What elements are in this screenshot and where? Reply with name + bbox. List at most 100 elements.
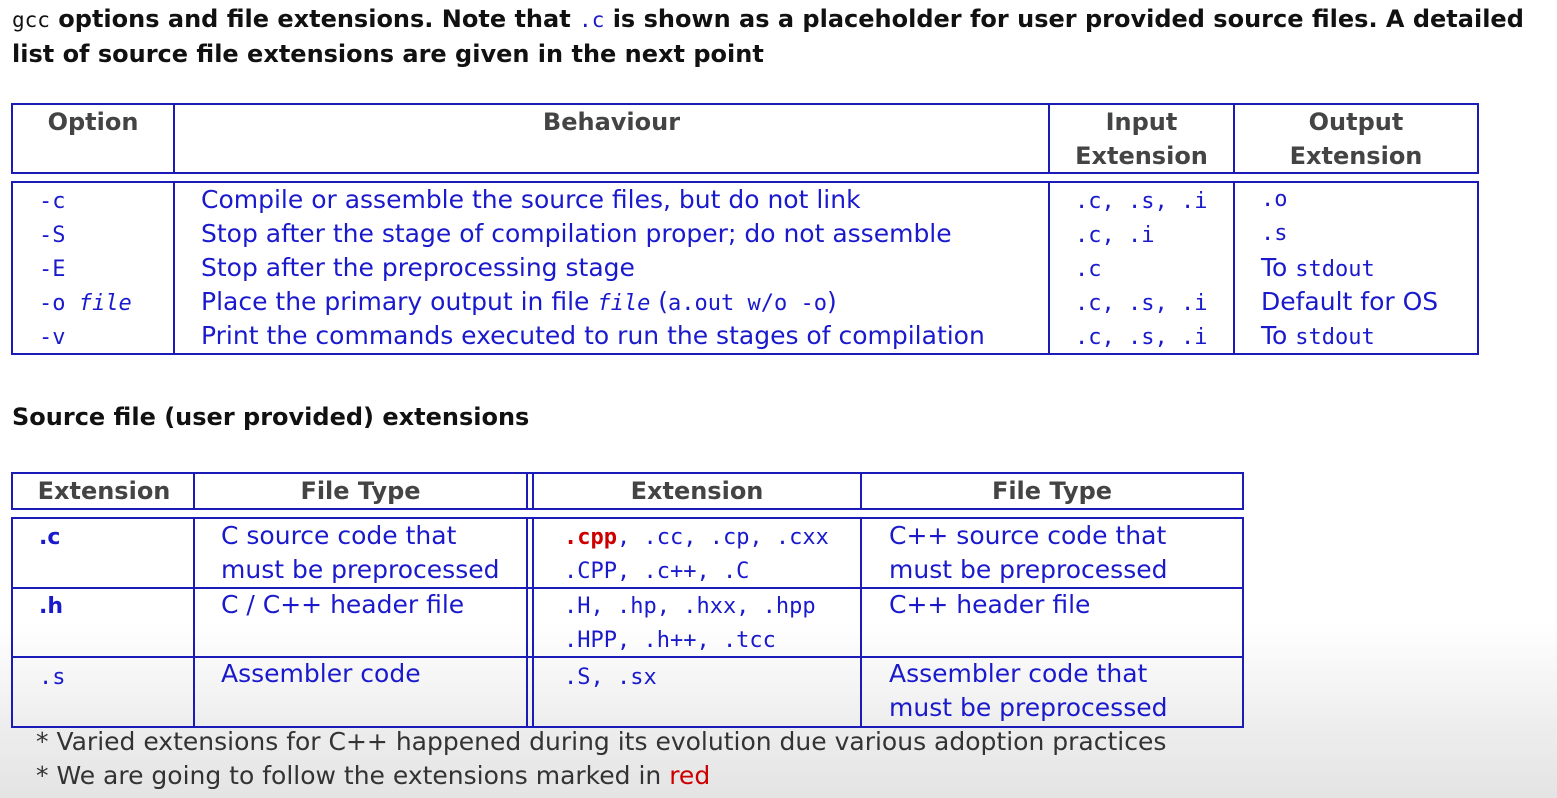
header-behaviour: Behaviour [542, 108, 681, 136]
behaviour-cell: Stop after the stage of compilation prop… [201, 219, 952, 248]
divider [1233, 183, 1235, 353]
type-line: C / C++ header file [221, 590, 465, 619]
output-text: To [1261, 253, 1296, 282]
input-column: .c, .s, .i .c, .i .c .c, .s, .i .c, .s, … [1075, 185, 1207, 355]
behaviour-column: Compile or assemble the source files, bu… [201, 183, 985, 353]
divider [526, 474, 528, 508]
type-line: must be preprocessed [889, 555, 1168, 584]
ext-cpp-main: .cpp [564, 525, 617, 550]
header-input-line-1: Input [1105, 108, 1178, 136]
behaviour-text: ) [826, 287, 837, 316]
options-table-body: -c -S -E -o file -v Compile or assemble … [11, 181, 1479, 355]
header-output: Output Extension [1235, 105, 1477, 173]
behaviour-text: ( [650, 287, 669, 316]
behaviour-text: Place the primary output in file [201, 287, 598, 316]
ext-hpp-line: .H, .hp, .hxx, .hpp [564, 594, 816, 619]
section-title: Source file (user provided) extensions [12, 403, 530, 431]
divider [173, 183, 175, 353]
header-input-line-2: Extension [1075, 142, 1208, 170]
footnote-1: * Varied extensions for C++ happened dur… [36, 727, 1167, 756]
behaviour-cell: Print the commands executed to run the s… [201, 321, 985, 350]
ext-cpp-line: .CPP, .c++, .C [564, 559, 750, 584]
divider [860, 474, 862, 508]
extensions-table-header: Extension File Type Extension File Type [11, 472, 1244, 510]
output-code: stdout [1295, 257, 1375, 282]
output-text: To [1261, 321, 1296, 350]
type-line: must be preprocessed [221, 555, 500, 584]
ext-cpp-list: .cpp, .cc, .cp, .cxx .CPP, .c++, .C [564, 521, 829, 589]
ext-cpp-rest: , .cc, .cp, .cxx [616, 525, 829, 550]
extensions-table-body: .c C source code that must be preprocess… [11, 517, 1244, 728]
divider [193, 474, 195, 508]
ext-h: .h [39, 594, 64, 619]
header-input: Input Extension [1050, 105, 1233, 173]
behaviour-cell: Stop after the preprocessing stage [201, 253, 635, 282]
divider [193, 519, 195, 726]
header-file-type-cpp: File Type [991, 477, 1113, 505]
ext-sx-line: .S, .sx [564, 665, 657, 690]
ext-sx-type: Assembler code that must be preprocessed [889, 657, 1167, 725]
intro-paragraph: gcc options and file extensions. Note th… [12, 2, 1547, 71]
option-cell: -c [39, 189, 66, 214]
divider [1233, 105, 1235, 172]
header-file-type: File Type [300, 477, 421, 505]
output-code: stdout [1295, 325, 1375, 350]
row-divider [13, 656, 1242, 658]
divider [1048, 183, 1050, 353]
header-output-line-1: Output [1308, 108, 1404, 136]
option-column: -c -S -E -o file -v [39, 185, 132, 355]
behaviour-cell: Compile or assemble the source files, bu… [201, 185, 861, 214]
ext-hpp-list: .H, .hp, .hxx, .hpp .HPP, .h++, .tcc [564, 590, 816, 658]
divider [532, 519, 534, 726]
intro-text-2: is shown as a placeholder for user provi… [604, 5, 1524, 33]
ext-s: .s [39, 665, 66, 690]
behaviour-file-arg: file [597, 291, 651, 316]
type-line: C source code that [221, 521, 457, 550]
option-cell: -o file [39, 287, 132, 321]
divider [860, 519, 862, 726]
intro-text-1: options and file extensions. Note that [49, 5, 580, 33]
type-line: C++ header file [889, 590, 1091, 619]
output-cell: To stdout [1261, 319, 1438, 353]
option-flag: -o [39, 291, 66, 316]
ext-sx-list: .S, .sx [564, 661, 657, 695]
option-arg: file [78, 291, 132, 316]
option-cell: -E [39, 257, 66, 282]
type-line: C++ source code that [889, 521, 1167, 550]
ext-c-type: C source code that must be preprocessed [221, 519, 499, 587]
output-cell: .s [1261, 221, 1288, 246]
input-cell: .c [1075, 257, 1102, 282]
type-line: must be preprocessed [889, 693, 1168, 722]
option-cell: -S [39, 223, 66, 248]
option-cell: -v [39, 325, 66, 350]
divider [1048, 105, 1050, 172]
header-output-line-2: Extension [1289, 142, 1423, 170]
footnote-2-red: red [669, 761, 711, 790]
header-option: Option [47, 108, 139, 136]
ext-cpp-line: .cpp, .cc, .cp, .cxx [564, 521, 829, 555]
footnote-2-text: * We are going to follow the extensions … [36, 761, 670, 790]
output-cell: Default for OS [1261, 287, 1439, 316]
behaviour-code: a.out w/o -o [668, 291, 827, 316]
ext-h-type: C / C++ header file [221, 588, 464, 622]
options-table-header: Option Behaviour Input Extension Output … [11, 103, 1479, 174]
row-divider [13, 587, 1242, 589]
input-cell: .c, .s, .i [1075, 325, 1208, 350]
ext-hpp-line: .HPP, .h++, .tcc [564, 628, 776, 653]
divider [532, 474, 534, 508]
divider [173, 105, 175, 172]
input-cell: .c, .s, .i [1075, 291, 1208, 316]
ext-hpp-type: C++ header file [889, 588, 1090, 622]
c-code: .c [579, 8, 605, 32]
output-column: .o .s To stdout Default for OS To stdout [1261, 183, 1438, 353]
footnote-2: * We are going to follow the extensions … [36, 759, 710, 793]
behaviour-cell: Place the primary output in file file (a… [201, 285, 985, 319]
ext-cpp-type: C++ source code that must be preprocesse… [889, 519, 1167, 587]
gcc-code: gcc [12, 8, 50, 32]
output-cell: To stdout [1261, 251, 1438, 285]
divider [526, 519, 528, 726]
input-cell: .c, .i [1075, 223, 1155, 248]
header-extension-cpp: Extension [630, 477, 764, 505]
type-line: Assembler code [221, 659, 421, 688]
intro-line-1: gcc options and file extensions. Note th… [12, 2, 1547, 37]
